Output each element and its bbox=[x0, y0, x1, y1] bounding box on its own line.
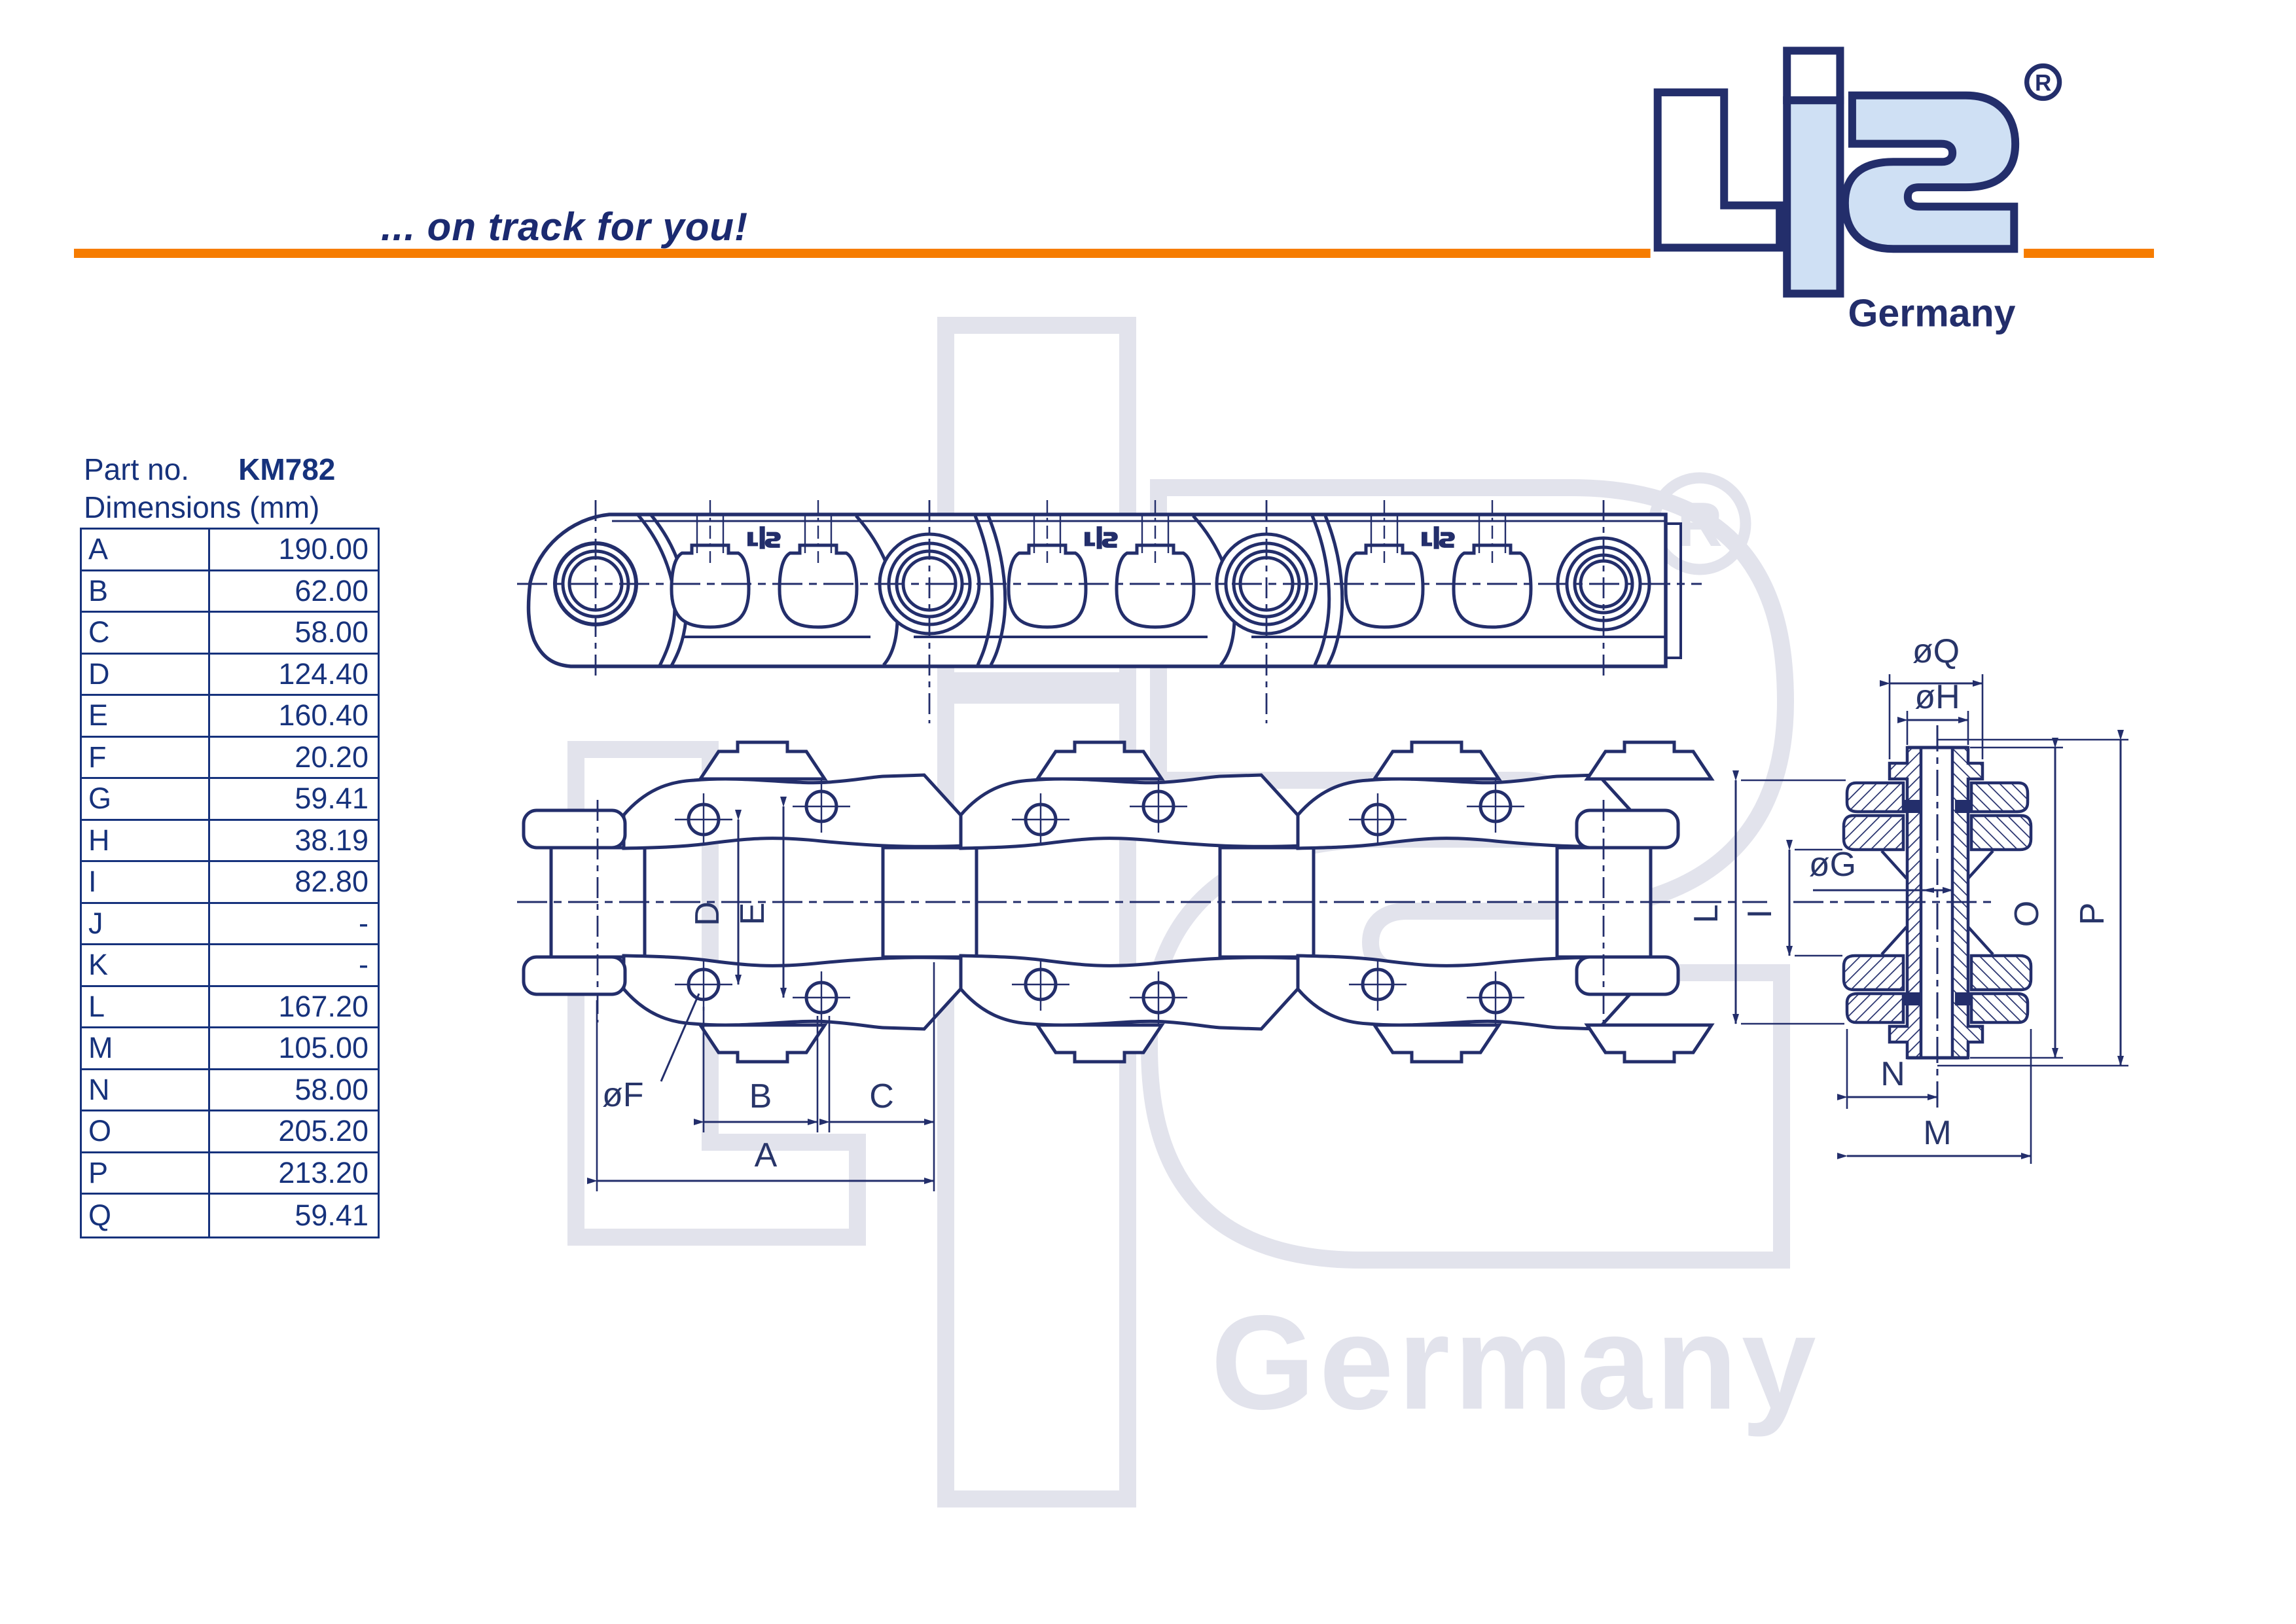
table-row: C 58.00 bbox=[82, 613, 378, 655]
dim-label-c: C bbox=[869, 1077, 894, 1115]
part-number: KM782 bbox=[238, 452, 336, 486]
table-row: L 167.20 bbox=[82, 986, 378, 1028]
dimension-letter: Q bbox=[82, 1195, 210, 1236]
dim-label-q: øQ bbox=[1912, 632, 1960, 670]
dim-label-f: øF bbox=[602, 1076, 644, 1114]
dimension-letter: C bbox=[82, 613, 210, 653]
dimension-letter: B bbox=[82, 571, 210, 611]
section-view bbox=[1793, 725, 2033, 1108]
dim-label-p: P bbox=[2073, 903, 2111, 926]
table-row: O 205.20 bbox=[82, 1111, 378, 1153]
dimensions-table: A 190.00 B 62.00 C 58.00 D 124.40 E 160.… bbox=[80, 528, 380, 1238]
dim-label-m: M bbox=[1923, 1114, 1951, 1152]
dimension-letter: K bbox=[82, 945, 210, 985]
logo-letter-l bbox=[1653, 88, 1784, 252]
watermark-registered: R bbox=[1677, 490, 1722, 560]
dimension-letter: P bbox=[82, 1153, 210, 1193]
section-dimensions bbox=[1732, 674, 2128, 1164]
orange-divider bbox=[74, 249, 2154, 258]
table-row: Q 59.41 bbox=[82, 1195, 378, 1236]
part-label: Part no. bbox=[84, 452, 190, 486]
tagline: ... on track for you! bbox=[381, 205, 749, 249]
table-row: K - bbox=[82, 945, 378, 987]
side-view-labels: D E øF B C A bbox=[602, 901, 894, 1174]
dimension-letter: L bbox=[82, 986, 210, 1026]
side-view bbox=[517, 742, 1767, 1062]
dimension-letter: H bbox=[82, 820, 210, 860]
dimension-letter: D bbox=[82, 654, 210, 694]
dimension-value: 124.40 bbox=[278, 657, 368, 691]
dim-label-d: D bbox=[689, 901, 726, 926]
dimension-value: 205.20 bbox=[278, 1114, 368, 1148]
table-row: N 58.00 bbox=[82, 1070, 378, 1111]
dim-label-h: øH bbox=[1914, 678, 1960, 716]
dim-label-b: B bbox=[749, 1077, 772, 1115]
dimension-value: 59.41 bbox=[295, 782, 368, 816]
dimension-letter: M bbox=[82, 1028, 210, 1068]
dimension-letter: O bbox=[82, 1111, 210, 1151]
logo-letter-i bbox=[1783, 96, 1844, 298]
dimension-letter: A bbox=[82, 530, 210, 569]
dimension-value: 58.00 bbox=[295, 615, 368, 649]
table-row: B 62.00 bbox=[82, 571, 378, 613]
dim-label-e: E bbox=[734, 903, 772, 926]
table-row: M 105.00 bbox=[82, 1028, 378, 1070]
dimension-letter: E bbox=[82, 696, 210, 736]
table-row: J - bbox=[82, 903, 378, 945]
dimension-letter: N bbox=[82, 1070, 210, 1110]
dimension-value: 167.20 bbox=[278, 989, 368, 1023]
watermark-country: Germany bbox=[1211, 1288, 1820, 1437]
dim-label-g: øG bbox=[1809, 846, 1856, 884]
table-row: F 20.20 bbox=[82, 737, 378, 779]
dimension-value: 160.40 bbox=[278, 698, 368, 732]
dimension-letter: F bbox=[82, 737, 210, 777]
logo-registered: R bbox=[2035, 70, 2051, 96]
table-row: A 190.00 bbox=[82, 530, 378, 571]
table-row: G 59.41 bbox=[82, 779, 378, 821]
dimension-value: 62.00 bbox=[295, 573, 368, 607]
top-view bbox=[517, 500, 1702, 723]
dimensions-label: Dimensions (mm) bbox=[84, 490, 320, 524]
dim-label-a: A bbox=[755, 1136, 778, 1174]
dimension-value: 20.20 bbox=[295, 740, 368, 774]
dimension-letter: G bbox=[82, 779, 210, 819]
dimension-value: - bbox=[359, 948, 368, 982]
logo-letter-s bbox=[1840, 91, 2020, 253]
dimension-value: 190.00 bbox=[278, 532, 368, 566]
dimension-letter: I bbox=[82, 862, 210, 902]
table-row: P 213.20 bbox=[82, 1153, 378, 1195]
logo-letter-i-dot bbox=[1783, 46, 1844, 105]
table-row: E 160.40 bbox=[82, 696, 378, 738]
dimension-value: 105.00 bbox=[278, 1031, 368, 1065]
table-row: H 38.19 bbox=[82, 820, 378, 862]
table-row: I 82.80 bbox=[82, 862, 378, 904]
logo-country: Germany bbox=[1848, 291, 2015, 334]
dimensions-table-body: A 190.00 B 62.00 C 58.00 D 124.40 E 160.… bbox=[82, 530, 378, 1236]
dimension-value: - bbox=[359, 906, 368, 940]
dim-label-l: L bbox=[1687, 905, 1725, 924]
dimension-value: 38.19 bbox=[295, 823, 368, 857]
dim-label-i: I bbox=[1741, 909, 1779, 918]
lis-logo: R Germany bbox=[1650, 46, 2062, 334]
part-number-row: Part no. KM782 bbox=[84, 452, 335, 487]
dim-label-o: O bbox=[2008, 901, 2046, 927]
dimension-value: 213.20 bbox=[278, 1155, 368, 1189]
dimension-value: 59.41 bbox=[295, 1198, 368, 1232]
section-labels: øQ øH øG L I O P N M bbox=[1687, 632, 2111, 1152]
side-view-dimensions bbox=[587, 797, 935, 1191]
dimension-letter: J bbox=[82, 903, 210, 943]
table-row: D 124.40 bbox=[82, 654, 378, 696]
registered-icon bbox=[2024, 63, 2062, 101]
dimension-value: 58.00 bbox=[295, 1072, 368, 1106]
dim-label-n: N bbox=[1880, 1055, 1905, 1093]
dimension-value: 82.80 bbox=[295, 865, 368, 899]
